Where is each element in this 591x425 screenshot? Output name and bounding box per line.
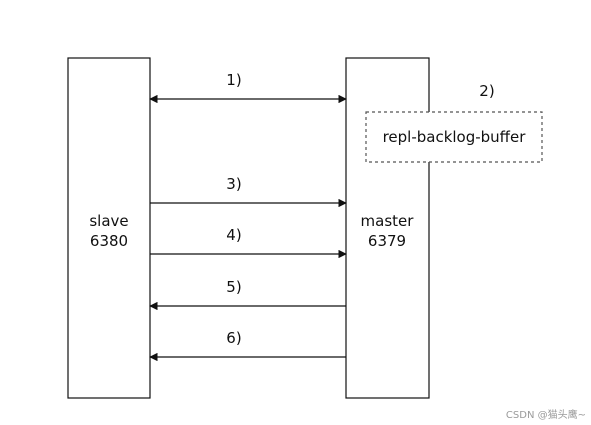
- step-label-5: 6): [226, 329, 241, 347]
- repl-backlog-buffer-box: [365, 111, 543, 163]
- step-label-2: 3): [226, 175, 241, 193]
- master-port: 6379: [368, 232, 406, 250]
- slave-box: [67, 57, 151, 399]
- repl-backlog-buffer-label: repl-backlog-buffer: [383, 128, 527, 146]
- slave-name: slave: [89, 212, 128, 230]
- slave-port: 6380: [90, 232, 128, 250]
- watermark: CSDN @猫头鹰~: [506, 408, 586, 421]
- step-label-4: 5): [226, 278, 241, 296]
- steps-layer: 1) 3) 4) 5) 6): [149, 71, 347, 362]
- buffer-step-label: 2): [479, 82, 494, 100]
- step-label-1: 1): [226, 71, 241, 89]
- master-name: master: [361, 212, 415, 230]
- step-label-3: 4): [226, 226, 241, 244]
